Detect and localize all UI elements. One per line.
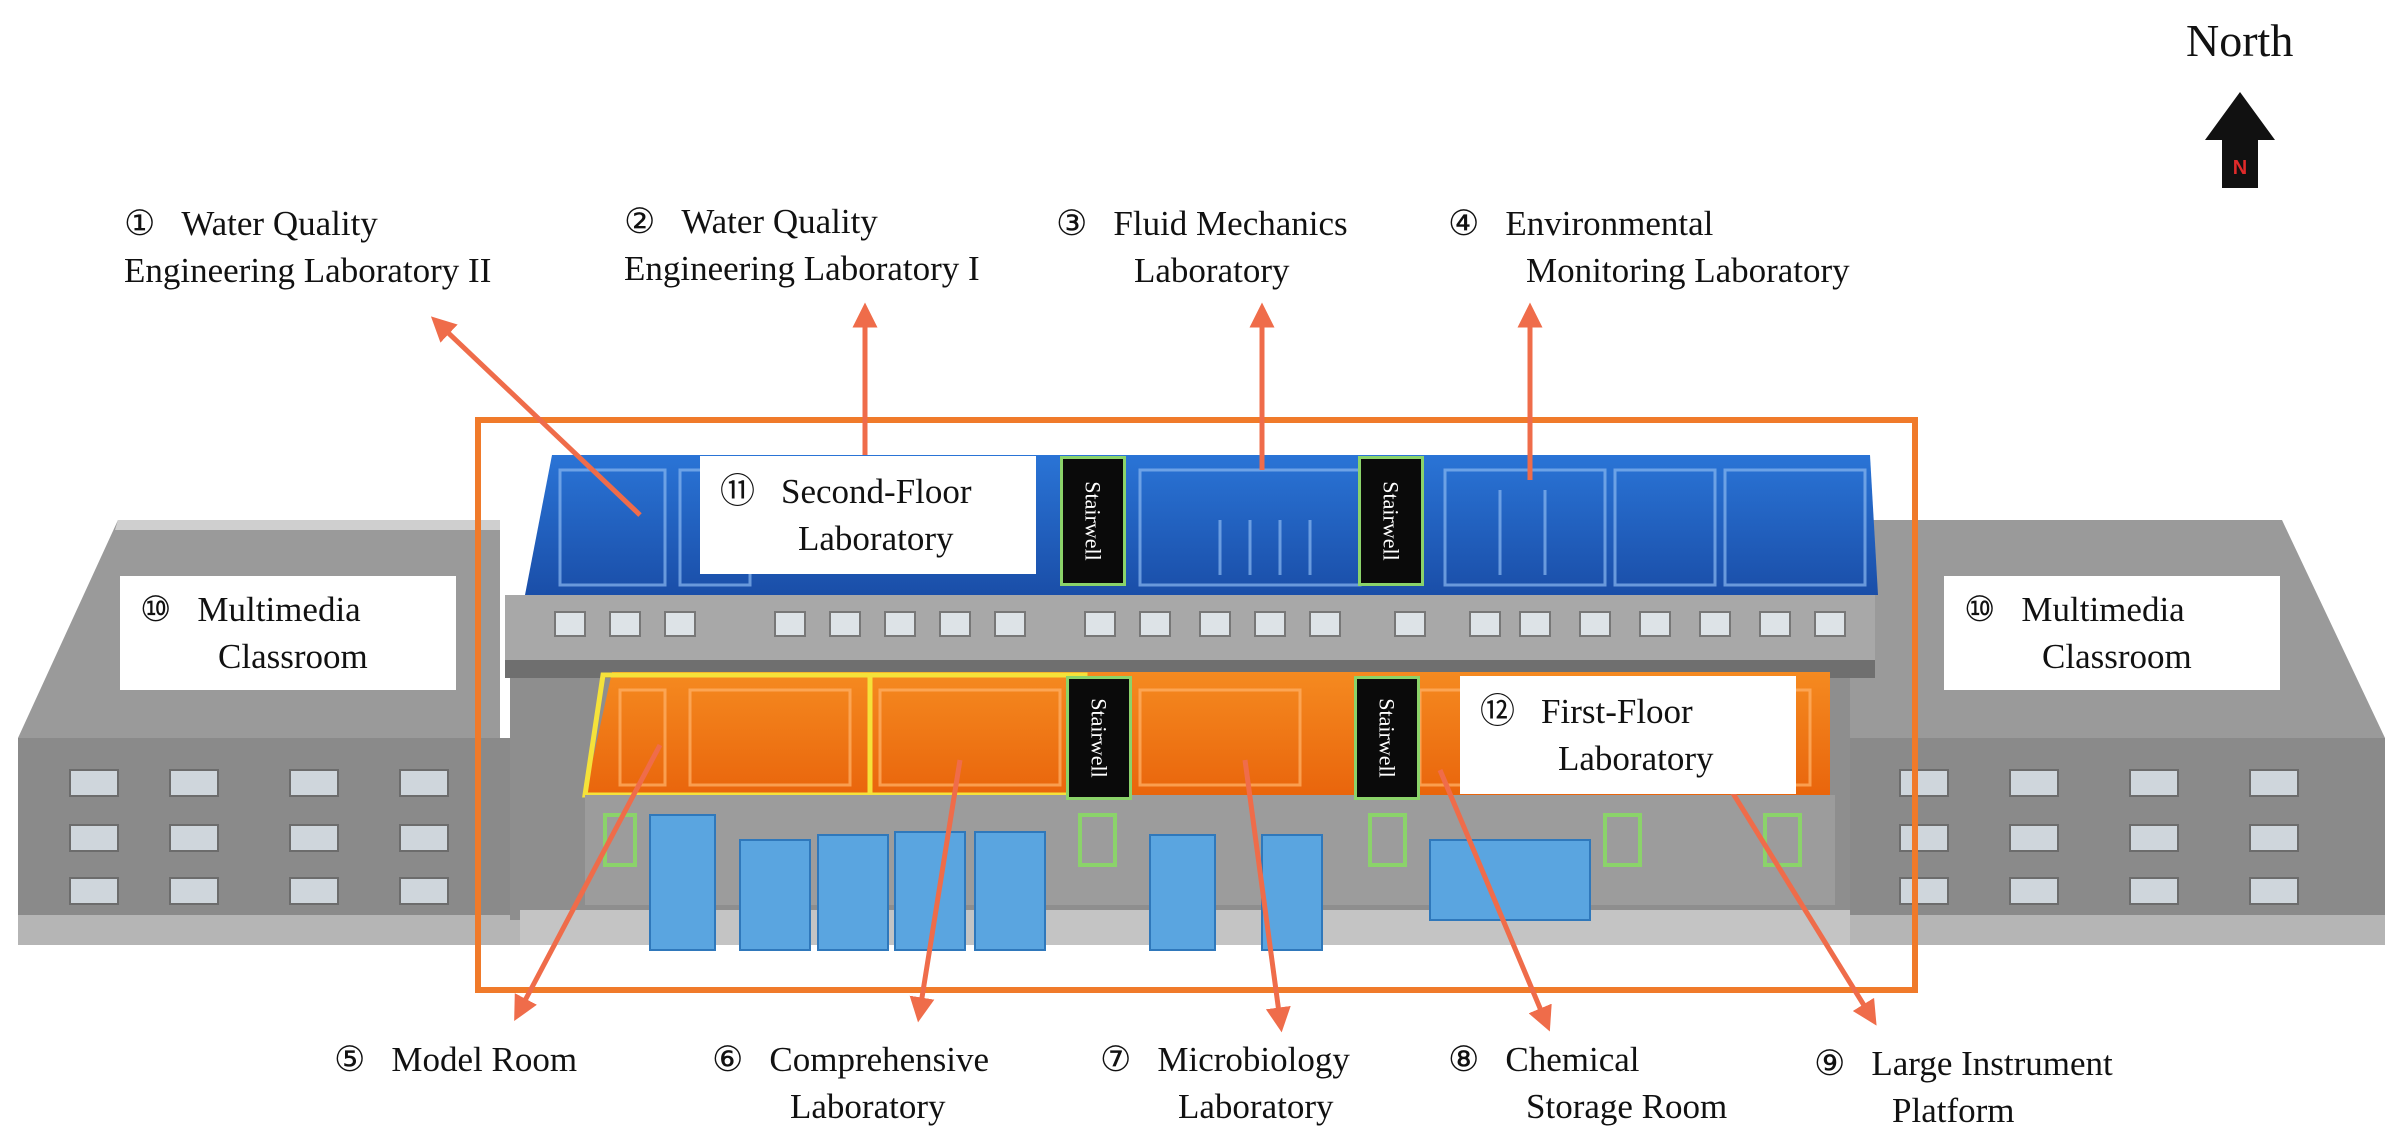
label-number: ⑥ (712, 1040, 744, 1079)
label-number: ⑩ (1964, 590, 1996, 629)
arrow-5 (514, 743, 663, 1022)
stairwell-1: Stairwell (1060, 456, 1126, 586)
label-number: ⑪ (720, 472, 756, 511)
right-wing-building (1850, 520, 2385, 945)
label-number: ⑧ (1448, 1040, 1480, 1079)
label-number: ⑩ (140, 590, 172, 629)
label-number: ⑦ (1100, 1040, 1132, 1079)
label-number: ① (124, 204, 156, 243)
north-label: North (2186, 15, 2294, 66)
label-number: ② (624, 202, 656, 241)
arrow-8 (1437, 769, 1552, 1032)
label-number: ⑤ (334, 1040, 366, 1079)
arrow-6 (909, 759, 963, 1023)
stairwell-3: Stairwell (1066, 676, 1132, 800)
label-number: ③ (1056, 204, 1088, 243)
label-number: ⑨ (1814, 1044, 1846, 1083)
stairwell-4: Stairwell (1354, 676, 1420, 800)
label-number: ④ (1448, 204, 1480, 243)
stairwell-2: Stairwell (1358, 456, 1424, 586)
north-badge: N (2233, 157, 2247, 179)
north-arrow-icon: N (2205, 92, 2275, 188)
label-number: ⑫ (1480, 692, 1516, 731)
arrow-7 (1242, 759, 1291, 1033)
arrow-1 (430, 316, 642, 517)
